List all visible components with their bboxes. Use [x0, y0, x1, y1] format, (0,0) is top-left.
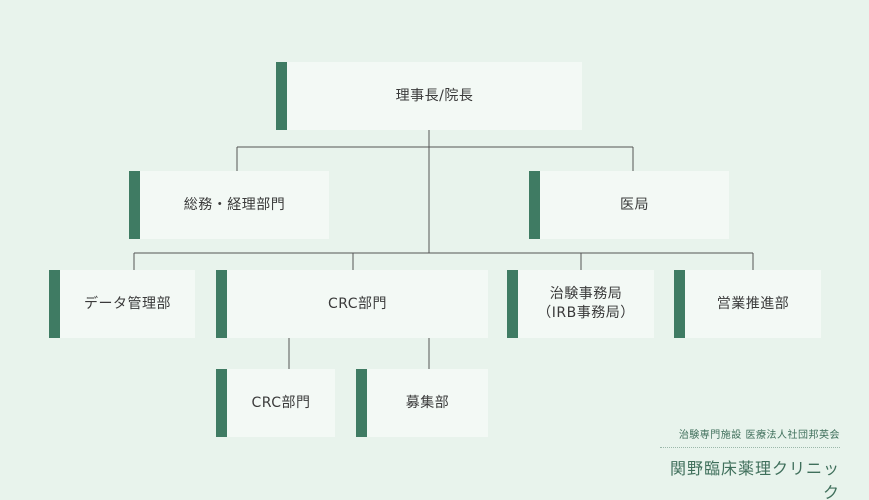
clinic-name: 関野臨床薬理クリニック [669, 459, 840, 500]
node-sales-promotion: 営業推進部 [674, 270, 821, 338]
node-accent-bar [674, 270, 685, 338]
clinic-signature: 治験専門施設 医療法人社団邦英会 関野臨床薬理クリニック [660, 426, 840, 500]
node-label: データ管理部 [84, 295, 171, 312]
node-accent-bar [356, 369, 367, 437]
dotted-divider [660, 447, 840, 448]
node-accent-bar [49, 270, 60, 338]
node-clinical-trial-office: 治験事務局 （IRB事務局） [507, 270, 654, 338]
node-medical-office: 医局 [529, 171, 729, 239]
node-label: 医局 [620, 196, 649, 213]
node-accent-bar [216, 369, 227, 437]
node-accent-bar [216, 270, 227, 338]
node-accent-bar [529, 171, 540, 239]
clinic-subtitle: 治験専門施設 医療法人社団邦英会 [678, 430, 840, 441]
node-accent-bar [129, 171, 140, 239]
node-label: 理事長/院長 [395, 87, 474, 104]
node-data-management: データ管理部 [49, 270, 195, 338]
node-accent-bar [276, 62, 287, 130]
node-recruitment: 募集部 [356, 369, 488, 437]
node-general-affairs: 総務・経理部門 [129, 171, 329, 239]
node-label: 治験事務局 （IRB事務局） [537, 286, 635, 321]
node-label: 総務・経理部門 [183, 196, 286, 213]
node-label: 営業推進部 [716, 295, 790, 312]
node-label: 募集部 [405, 394, 450, 411]
node-crc-sub: CRC部門 [216, 369, 335, 437]
node-accent-bar [507, 270, 518, 338]
node-label: CRC部門 [327, 295, 388, 312]
node-label: CRC部門 [251, 394, 311, 411]
node-chairman: 理事長/院長 [276, 62, 582, 130]
node-crc-department: CRC部門 [216, 270, 488, 338]
